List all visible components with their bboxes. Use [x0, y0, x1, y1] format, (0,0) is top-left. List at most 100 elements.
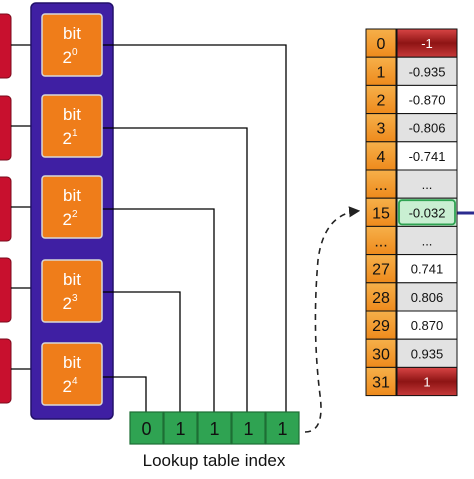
row-value: 0.741: [411, 262, 444, 277]
table-row: ......: [365, 169, 458, 199]
bit-label: bit: [63, 270, 81, 289]
row-index: 4: [377, 149, 386, 166]
row-value: -1: [421, 36, 433, 51]
row-value-cell: [396, 254, 458, 284]
bit-exponent: 0: [72, 47, 78, 58]
row-value-cell: [396, 169, 458, 199]
row-index-cell: [365, 338, 397, 368]
bit-exponent: 4: [72, 376, 78, 387]
row-index: 28: [372, 290, 390, 307]
table-row: 29 0.870: [365, 310, 458, 340]
bit-box-1: bit 21: [41, 94, 103, 158]
bit-box-bg: [41, 94, 103, 158]
row-value: -0.870: [409, 93, 446, 108]
row-value-cell: [396, 56, 458, 86]
row-index: 0: [377, 36, 386, 53]
bit-label: bit: [63, 24, 81, 43]
row-index: 2: [377, 93, 386, 110]
table-row: 2 -0.870: [365, 84, 458, 115]
table-row: 4-0.741: [365, 141, 458, 171]
row-index: 1: [377, 64, 386, 81]
table-row: 0 -1: [365, 28, 458, 58]
row-index: 27: [372, 262, 390, 279]
row-value: -0.935: [409, 64, 446, 79]
index-digit: 1: [175, 419, 185, 439]
bit-power: 20: [62, 47, 77, 67]
row-value: ...: [422, 234, 433, 249]
input-stub-4: [0, 338, 12, 404]
row-index-cell: [365, 141, 397, 171]
index-cell-1: [163, 411, 198, 445]
row-index: 3: [377, 121, 386, 138]
index-caption: Lookup table index: [143, 451, 286, 470]
lookup-arrow: [304, 206, 361, 433]
row-index-cell: [365, 28, 397, 58]
row-index-cell: [365, 56, 397, 86]
bit-power: 24: [62, 376, 77, 396]
table-row: 15-0.032: [365, 197, 458, 227]
row-value-cell: [396, 366, 458, 397]
row-value-cell: [396, 84, 458, 115]
bit-box-bg: [41, 342, 103, 406]
row-value-cell: [396, 310, 458, 340]
row-index: ...: [374, 234, 387, 251]
index-digit: 0: [141, 419, 151, 439]
row-index-cell: [365, 310, 397, 340]
bit-box-2: bit 22: [41, 175, 103, 239]
bit-box-bg: [41, 175, 103, 239]
bit-power: 21: [62, 128, 77, 148]
table-row: ......: [365, 225, 458, 256]
input-stub-2: [0, 176, 12, 242]
bit-exponent: 1: [72, 128, 78, 139]
row-index-cell: [365, 366, 397, 397]
row-index-cell: [365, 197, 397, 227]
row-value-cell: [396, 282, 458, 312]
row-value: -0.806: [409, 121, 446, 136]
bit-base: 2: [62, 210, 71, 229]
bit-label: bit: [63, 186, 81, 205]
lookup-table: 0-11-0.9352-0.8703-0.8064-0.741......15-…: [365, 28, 458, 397]
input-stub-0: [0, 13, 12, 79]
row-index-cell: [365, 254, 397, 284]
row-index-cell: [365, 84, 397, 115]
row-value: 0.935: [411, 346, 444, 361]
row-index: 29: [372, 318, 390, 335]
index-digit: 1: [243, 419, 253, 439]
index-cell-2: [197, 411, 232, 445]
bit-exponent: 3: [72, 293, 78, 304]
bit-label: bit: [63, 105, 81, 124]
bit-box-4: bit 24: [41, 342, 103, 406]
index-digit: 1: [209, 419, 219, 439]
table-row: 3 -0.806: [365, 113, 458, 143]
row-value: ...: [422, 177, 433, 192]
bit-base: 2: [62, 48, 71, 67]
row-index: ...: [374, 177, 387, 194]
input-stub-1: [0, 95, 12, 161]
row-index: 30: [372, 346, 390, 363]
bit-base: 2: [62, 377, 71, 396]
row-value: 0.870: [411, 318, 444, 333]
bit-box-bg: [41, 13, 103, 77]
bit-box-3: bit 23: [41, 259, 103, 323]
index-cell-3: [231, 411, 266, 445]
bit-power: 22: [62, 209, 77, 229]
row-index: 15: [372, 205, 390, 222]
bit-exponent: 2: [72, 209, 78, 220]
bit-label: bit: [63, 353, 81, 372]
highlight-ring: [398, 199, 456, 226]
table-row: 30 0.935: [365, 338, 458, 368]
row-value: 1: [423, 375, 430, 390]
table-row: 1 -0.935: [365, 56, 458, 86]
bit-power: 23: [62, 293, 77, 313]
index-cell-0: [129, 411, 164, 445]
row-index-cell: [365, 169, 397, 199]
bit-box-bg: [41, 259, 103, 323]
bit-wires: [102, 44, 287, 412]
row-index: 31: [372, 375, 390, 392]
table-row: 27 0.741: [365, 254, 458, 284]
bit-box-0: bit 20: [41, 13, 103, 77]
